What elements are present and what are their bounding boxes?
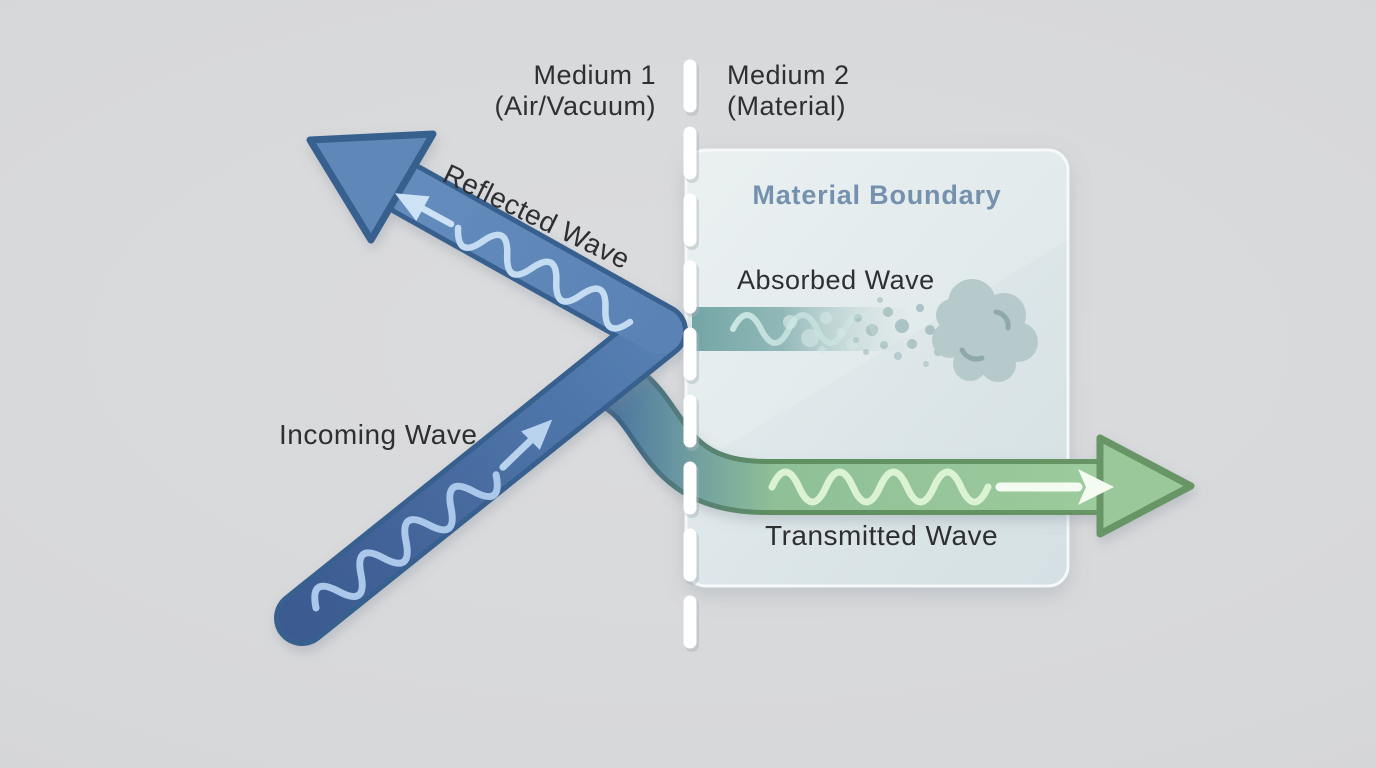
transmitted-direction-arrow — [995, 469, 1114, 505]
medium1-subtitle: (Air/Vacuum) — [494, 91, 656, 121]
medium1-title: Medium 1 — [533, 60, 656, 90]
transmitted-wave-arrow — [590, 358, 1195, 538]
transmitted-arrowhead — [1096, 434, 1195, 538]
medium2-header: Medium 2 (Material) — [727, 60, 850, 122]
medium2-subtitle: (Material) — [727, 91, 847, 121]
medium1-header: Medium 1 (Air/Vacuum) — [404, 60, 656, 122]
incoming-wave-label: Incoming Wave — [279, 419, 478, 450]
reflected-wave-band — [385, 167, 683, 354]
medium2-title: Medium 2 — [727, 60, 850, 90]
reflected-arrowhead — [306, 130, 437, 244]
material-boundary-line — [683, 59, 699, 670]
absorbed-oscillation — [730, 312, 904, 346]
reflected-oscillation — [394, 193, 634, 332]
oscillation-lines — [311, 193, 1114, 612]
transmitted-wave-label: Transmitted Wave — [765, 520, 999, 551]
incoming-wave-arrow — [279, 308, 683, 641]
absorbed-wave-label: Absorbed Wave — [737, 265, 935, 295]
incoming-oscillation — [311, 419, 553, 612]
material-boundary-label: Material Boundary — [752, 180, 1002, 210]
absorption-cloud-icon — [932, 279, 1038, 382]
transmitted-oscillation — [768, 468, 992, 506]
